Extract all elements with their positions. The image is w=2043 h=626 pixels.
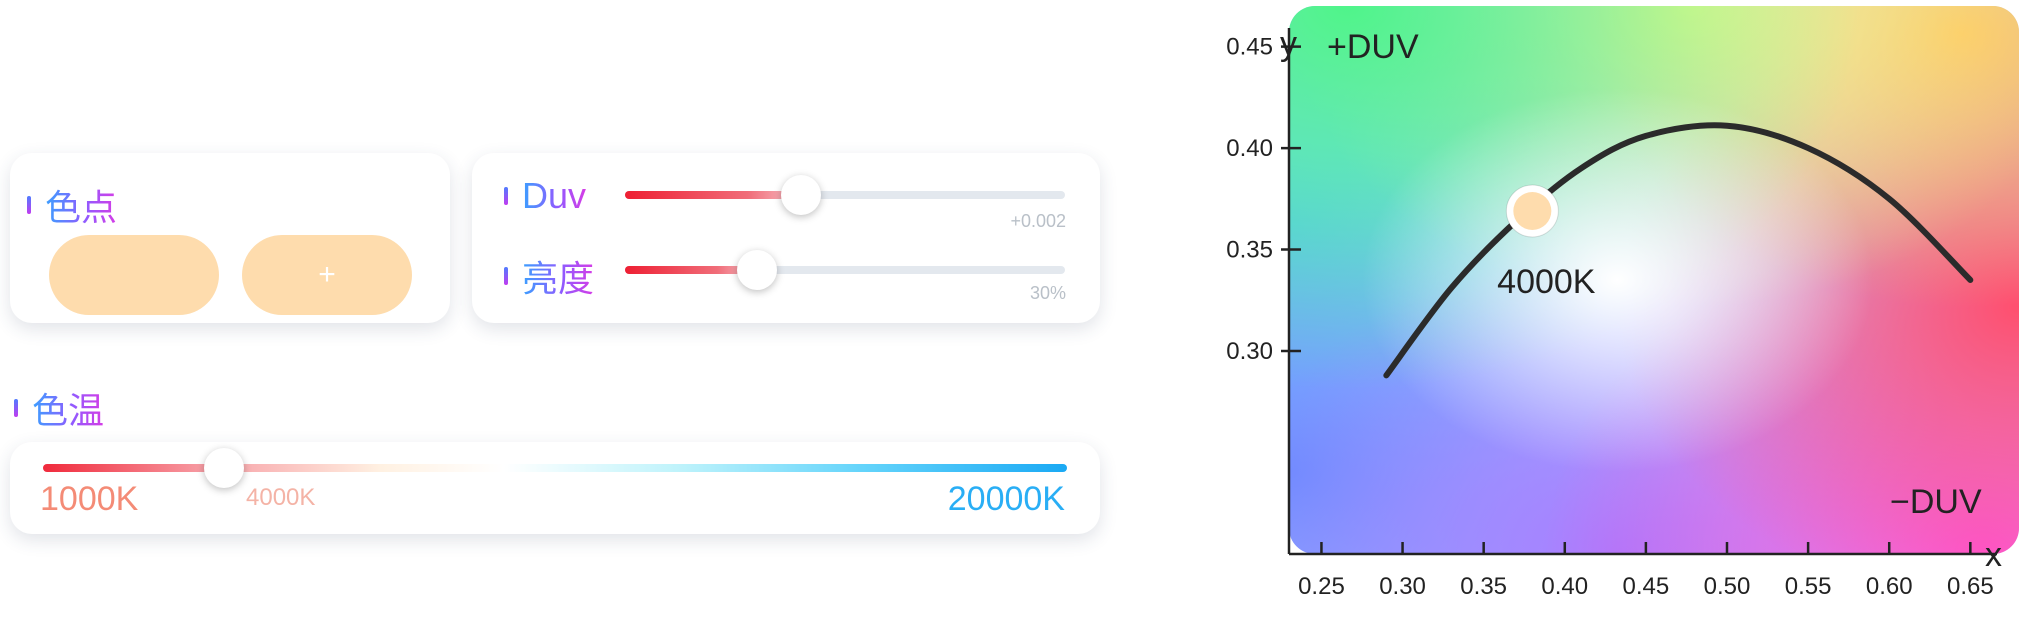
add-color-button[interactable]: +	[242, 235, 412, 315]
brightness-accent-mark	[504, 267, 508, 285]
brightness-slider-fill	[625, 266, 757, 274]
chart-background	[1289, 6, 2019, 554]
brightness-slider-thumb[interactable]	[737, 250, 777, 290]
y-tick-label: 0.30	[1226, 338, 1273, 365]
brightness-label-text: 亮度	[522, 250, 594, 302]
color-temp-max-label: 20000K	[947, 480, 1065, 518]
x-tick-label: 0.25	[1298, 573, 1345, 600]
x-tick-label: 0.30	[1379, 573, 1426, 600]
x-axis-label: x	[1985, 536, 2002, 574]
color-temp-title: 色温	[14, 382, 104, 434]
duv-slider[interactable]	[625, 175, 1065, 215]
duv-slider-fill	[625, 191, 801, 199]
duv-label: Duv	[504, 175, 624, 217]
color-temp-min-label: 1000K	[40, 480, 139, 518]
brightness-label: 亮度	[504, 250, 634, 302]
y-axis-label: y	[1280, 25, 1297, 63]
brightness-slider[interactable]	[625, 250, 1065, 290]
chart-axes: 0.25 0.30 0.35 0.40 0.45 0.50 0.55 0.60 0.65 0.30…	[1226, 28, 1997, 600]
current-point-label: 4000K	[1497, 263, 1596, 301]
duv-label-text: Duv	[522, 175, 587, 216]
color-point-title-text: 色点	[45, 179, 117, 231]
brightness-value: 30%	[1029, 283, 1066, 303]
color-temp-slider[interactable]	[43, 448, 1067, 488]
color-temp-slider-thumb[interactable]	[204, 448, 245, 488]
add-color-label: +	[318, 258, 336, 291]
x-tick-label: 0.45	[1623, 573, 1670, 600]
x-tick-label: 0.35	[1460, 573, 1507, 600]
x-tick-label: 0.55	[1785, 573, 1832, 600]
duv-value: +0.002	[1010, 211, 1066, 231]
minus-duv-annotation: −DUV	[1890, 483, 1982, 521]
x-tick-label: 0.65	[1947, 573, 1994, 600]
color-point-title: 色点	[27, 179, 117, 231]
planckian-locus-line	[1383, 122, 1974, 379]
y-tick-label: 0.35	[1226, 237, 1273, 264]
plus-duv-annotation: +DUV	[1327, 28, 1419, 66]
x-tick-label: 0.60	[1866, 573, 1913, 600]
color-temp-title-text: 色温	[32, 382, 104, 434]
x-tick-label: 0.50	[1704, 573, 1751, 600]
color-temp-current-label: 4000K	[246, 484, 316, 511]
y-tick-label: 0.45	[1226, 34, 1273, 61]
title-accent-mark	[27, 196, 31, 214]
color-temp-accent-mark	[14, 399, 18, 417]
duv-slider-thumb[interactable]	[781, 175, 821, 215]
y-tick-label: 0.40	[1226, 135, 1273, 162]
chromaticity-chart-svg: 0.25 0.30 0.35 0.40 0.45 0.50 0.55 0.60 0.65 0.30…	[1226, 6, 2019, 600]
color-point-card: 色点 +	[10, 153, 450, 323]
x-tick-label: 0.40	[1541, 573, 1588, 600]
color-temp-card: 1000K 4000K 20000K	[10, 442, 1100, 534]
current-point-fill	[1513, 191, 1552, 230]
color-swatch[interactable]	[49, 235, 219, 315]
duv-brightness-card: Duv +0.002 亮度 30%	[472, 153, 1100, 323]
duv-accent-mark	[504, 187, 508, 205]
chromaticity-chart: 0.25 0.30 0.35 0.40 0.45 0.50 0.55 0.60 0.65 0.30…	[1200, 0, 2043, 621]
